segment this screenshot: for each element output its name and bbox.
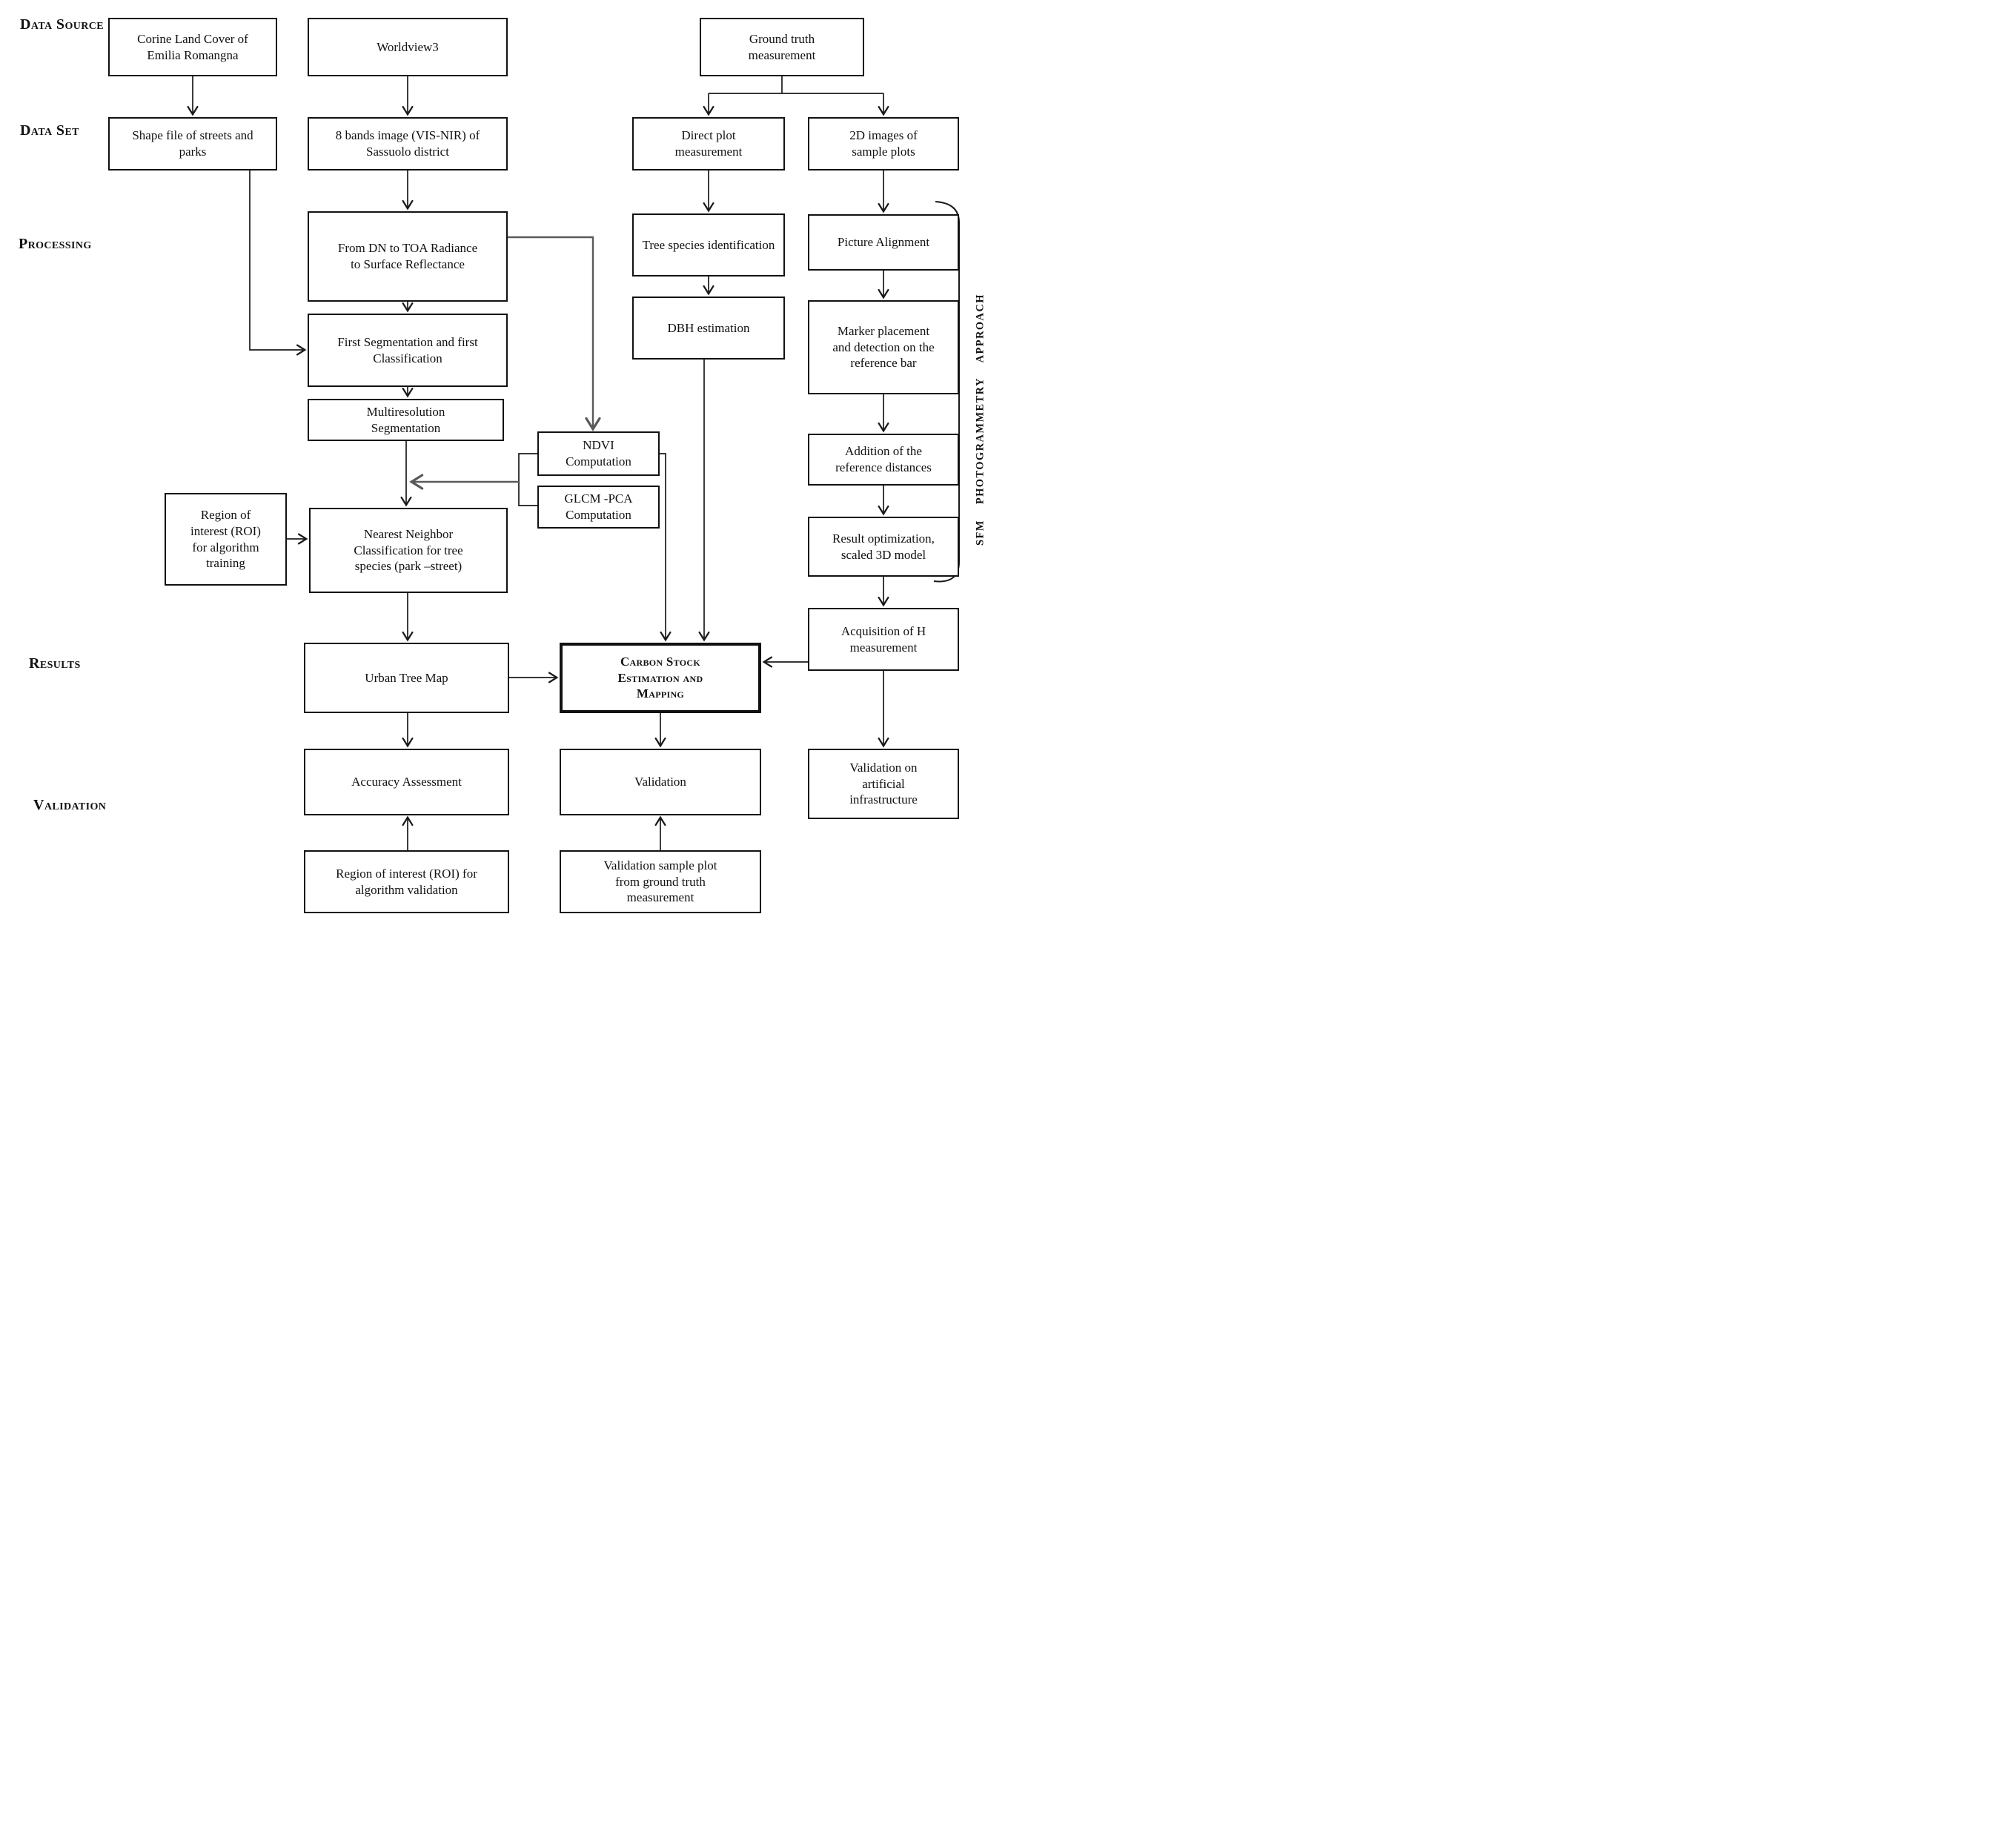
node-worldview3: Worldview3 xyxy=(308,18,508,76)
node-tree-species-identification: Tree species identification xyxy=(632,213,785,276)
node-validation-sample-plot: Validation sample plot from ground truth… xyxy=(560,850,761,913)
node-first-segmentation-classification: First Segmentation and first Classificat… xyxy=(308,314,508,387)
node-corine-land-cover: Corine Land Cover of Emilia Romangna xyxy=(108,18,277,76)
node-ndvi-computation: NDVI Computation xyxy=(537,431,660,476)
node-result-optimization: Result optimization, scaled 3D model xyxy=(808,517,959,577)
row-label-data-source: Data Source xyxy=(20,16,105,33)
node-nearest-neighbor-classification: Nearest Neighbor Classification for tree… xyxy=(309,508,508,593)
node-2d-images-sample-plots: 2D images of sample plots xyxy=(808,117,959,170)
node-multiresolution-segmentation: Multiresolution Segmentation xyxy=(308,399,504,441)
row-label-data-set: Data Set xyxy=(20,122,79,139)
node-carbon-stock-estimation: Carbon Stock Estimation and Mapping xyxy=(560,643,761,713)
node-validation-artificial-infrastructure: Validation on artificial infrastructure xyxy=(808,749,959,819)
node-dbh-estimation: DBH estimation xyxy=(632,297,785,360)
side-label-sfm-photogrammetry: SFM PHOTOGRAMMETRY APPROACH xyxy=(974,294,987,546)
node-picture-alignment: Picture Alignment xyxy=(808,214,959,271)
node-accuracy-assessment: Accuracy Assessment xyxy=(304,749,509,815)
node-validation: Validation xyxy=(560,749,761,815)
node-roi-algorithm-validation: Region of interest (ROI) for algorithm v… xyxy=(304,850,509,913)
node-direct-plot-measurement: Direct plot measurement xyxy=(632,117,785,170)
node-glcm-pca-computation: GLCM -PCA Computation xyxy=(537,486,660,529)
row-label-processing: Processing xyxy=(19,236,92,252)
node-shape-file: Shape file of streets and parks xyxy=(108,117,277,170)
node-ground-truth: Ground truth measurement xyxy=(700,18,864,76)
row-label-results: Results xyxy=(29,655,81,672)
row-label-validation: Validation xyxy=(33,797,107,813)
node-urban-tree-map: Urban Tree Map xyxy=(304,643,509,713)
flowchart-canvas: Data Source Data Set Processing Results … xyxy=(0,0,1008,924)
node-addition-reference-distances: Addition of the reference distances xyxy=(808,434,959,486)
node-roi-algorithm-training: Region of interest (ROI) for algorithm t… xyxy=(165,493,287,586)
node-dn-to-toa-reflectance: From DN to TOA Radiance to Surface Refle… xyxy=(308,211,508,302)
node-acquisition-h-measurement: Acquisition of H measurement xyxy=(808,608,959,671)
node-8-bands-image: 8 bands image (VIS-NIR) of Sassuolo dist… xyxy=(308,117,508,170)
node-marker-placement: Marker placement and detection on the re… xyxy=(808,300,959,394)
